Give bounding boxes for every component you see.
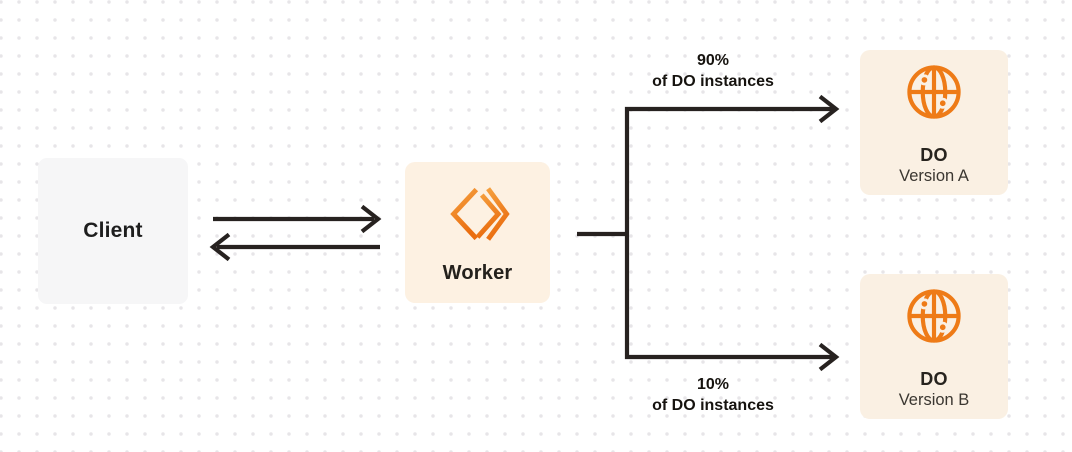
globe-icon	[904, 286, 964, 351]
client-to-worker-arrow	[213, 204, 382, 234]
split-10-percent: 10%	[696, 376, 730, 393]
do-a-title: DO	[920, 145, 948, 165]
do-version-a-node: DO Version A	[860, 50, 1008, 195]
split-90-caption: of DO instances	[652, 73, 774, 90]
split-10-caption: of DO instances	[652, 397, 774, 414]
cloudflare-workers-icon	[445, 182, 511, 251]
do-version-b-node: DO Version B	[860, 274, 1008, 419]
split-90-percent: 90%	[696, 52, 730, 69]
do-b-title: DO	[920, 369, 948, 389]
client-node: Client	[38, 158, 188, 304]
do-b-subtitle: Version B	[898, 391, 970, 409]
split-arrowhead-top	[818, 94, 840, 124]
do-a-subtitle: Version A	[899, 167, 969, 185]
split-label-10: 10% of DO instances	[593, 374, 833, 416]
split-arrowhead-bottom	[818, 342, 840, 372]
worker-to-client-arrow	[209, 232, 380, 262]
globe-icon	[904, 62, 964, 127]
worker-label: Worker	[442, 262, 513, 284]
worker-node: Worker	[405, 162, 550, 303]
client-label: Client	[83, 219, 143, 242]
split-label-90: 90% of DO instances	[593, 50, 833, 92]
worker-split-connector	[577, 94, 840, 372]
